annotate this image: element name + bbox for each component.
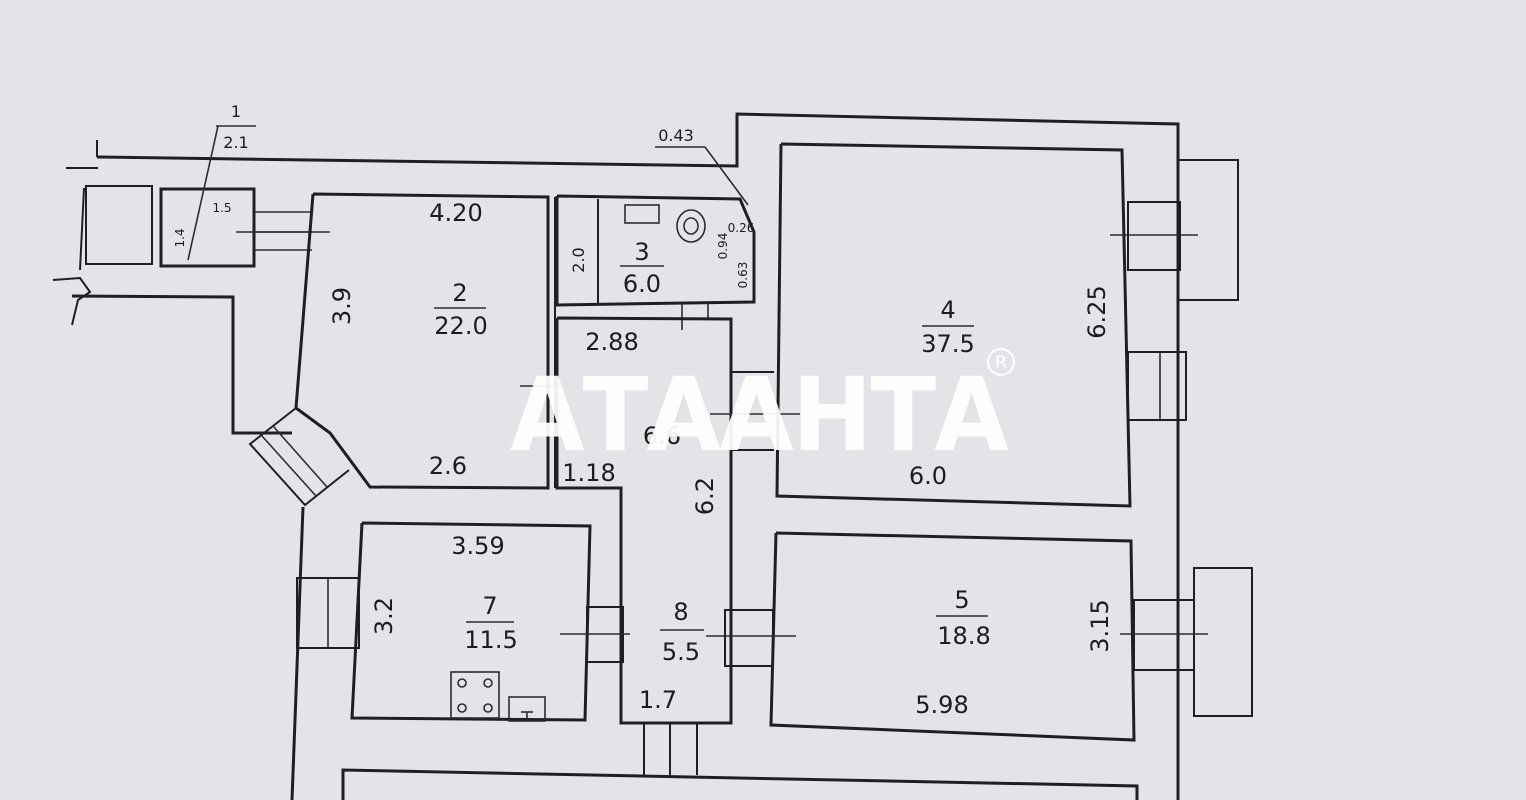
bath-dim-026: 0.26 (728, 221, 755, 235)
room-3-number: 3 (634, 238, 649, 266)
corridor-side-dim: 6.2 (691, 477, 719, 515)
room-7-top-dim: 3.59 (451, 532, 504, 560)
room-6-hall (520, 316, 800, 775)
room-7-number: 7 (482, 592, 497, 620)
room-8-label: 8 5.5 1.7 (639, 598, 704, 714)
room-5-side-dim: 3.15 (1086, 599, 1114, 652)
room-1-number: 1 (231, 102, 241, 121)
room-1-label: 1 2.1 1.5 1.4 (173, 102, 256, 261)
room-7-side-dim: 3.2 (370, 597, 398, 635)
registered-mark: R (995, 353, 1007, 373)
room-5-number: 5 (954, 586, 969, 614)
bath-dim-094: 0.94 (716, 233, 730, 260)
room-7-kitchen (296, 521, 630, 722)
room-7-area: 11.5 (464, 626, 517, 654)
room-3-area: 6.0 (623, 270, 661, 298)
watermark-logo: АТААНТА R (510, 348, 1015, 475)
room-2-number: 2 (452, 279, 467, 307)
room-4-label: 4 37.5 6.25 6.0 (909, 285, 1111, 490)
room-2-side-dim: 3.9 (328, 287, 356, 325)
room-4-side-dim: 6.25 (1083, 285, 1111, 338)
room-4 (775, 142, 1239, 508)
room-2-bottom-dim: 2.6 (429, 452, 467, 480)
labels: 1 2.1 1.5 1.4 4.20 2 22.0 3.9 2.6 0.43 3… (173, 102, 1114, 719)
room-1-vestibule (85, 185, 330, 268)
room-8-area: 5.5 (662, 638, 700, 666)
watermark-text: АТААНТА (510, 356, 1009, 475)
room-6-label: 2.88 6.6 1.18 6.2 (562, 328, 719, 515)
room-1-width: 1.5 (212, 201, 231, 215)
room-1-area: 2.1 (223, 133, 248, 152)
room-6-top-dim: 2.88 (585, 328, 638, 356)
room-2-area: 22.0 (434, 312, 487, 340)
room-7-label: 3.59 7 11.5 3.2 (370, 532, 518, 654)
room-6-area: 6.6 (643, 422, 681, 450)
room-2-label: 4.20 2 22.0 3.9 2.6 (328, 199, 488, 480)
room-5-area: 18.8 (937, 622, 990, 650)
room-3-bathroom (555, 146, 756, 330)
lower-room (341, 768, 1139, 800)
room-4-area: 37.5 (921, 330, 974, 358)
bath-dim-063: 0.63 (736, 262, 750, 289)
room-2-top-dim: 4.20 (429, 199, 482, 227)
room-4-bottom-dim: 6.0 (909, 462, 947, 490)
room-4-number: 4 (940, 296, 955, 324)
room-8-number: 8 (673, 598, 688, 626)
room-5 (706, 531, 1253, 742)
room-2 (248, 192, 556, 507)
corridor-bottom-dim: 1.7 (639, 686, 677, 714)
room-3-label: 0.43 3 6.0 2.0 0.26 0.94 0.63 (569, 126, 754, 298)
room-1-height: 1.4 (173, 228, 187, 247)
room-6-bottom-dim: 1.18 (562, 459, 615, 487)
bath-dim-043: 0.43 (658, 126, 694, 145)
room-5-label: 5 18.8 3.15 5.98 (915, 586, 1114, 719)
room-5-bottom-dim: 5.98 (915, 691, 968, 719)
room-3-side-dim: 2.0 (569, 247, 588, 272)
